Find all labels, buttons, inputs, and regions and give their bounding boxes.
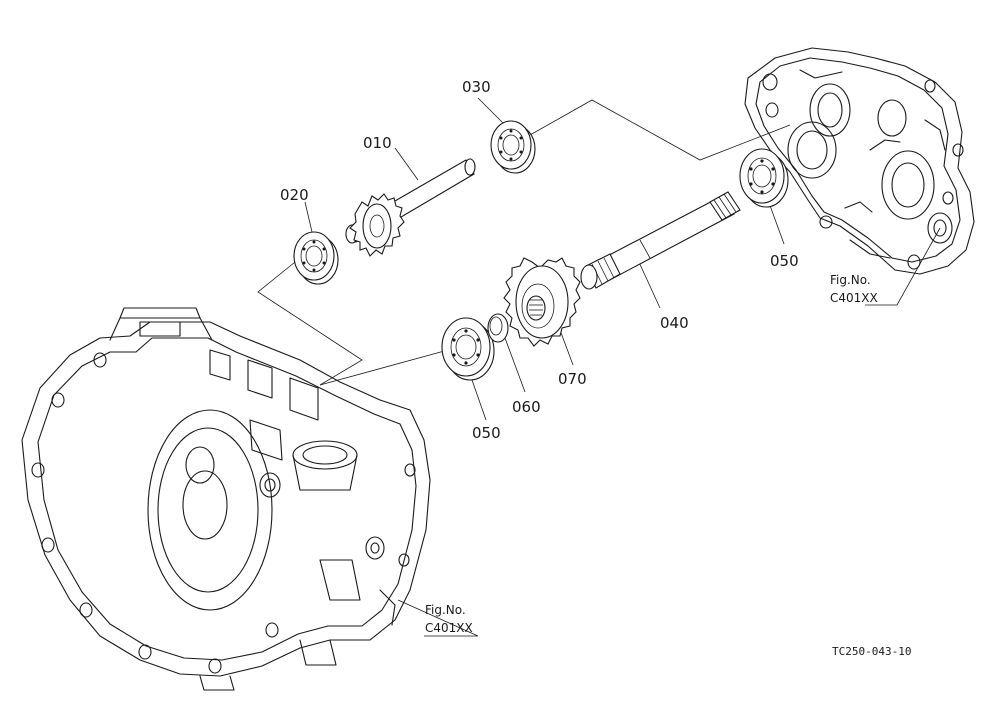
part-label-020: 020 xyxy=(280,186,309,204)
leader-line-label-050-right xyxy=(767,199,785,245)
leader-line-label-020 xyxy=(304,201,313,233)
figure-reference-right: Fig.No. C401XX xyxy=(830,273,878,305)
part-020-ball-bearing xyxy=(293,231,339,285)
figure-reference-left: Fig.No. C401XX xyxy=(425,603,473,635)
leader-line-label-050-left xyxy=(471,379,487,421)
part-050-ball-bearing-left xyxy=(441,317,495,381)
gear-010-teeth xyxy=(349,193,405,257)
part-070-spur-gear xyxy=(503,257,581,347)
leader-line-label-040 xyxy=(637,259,661,309)
part-labels: 010 020 030 040 050 050 060 070 xyxy=(280,78,799,442)
leader-line-ref-right xyxy=(865,227,941,306)
figure-reference-right-line1: Fig.No. xyxy=(830,273,871,287)
leader-line-case-to-bearing xyxy=(319,349,449,386)
part-label-040: 040 xyxy=(660,314,689,332)
part-label-030: 030 xyxy=(462,78,491,96)
part-label-050-left: 050 xyxy=(472,424,501,442)
leader-line-label-060 xyxy=(504,337,526,393)
part-label-050-right: 050 xyxy=(770,252,799,270)
figure-reference-right-line2: C401XX xyxy=(830,291,878,305)
figure-reference-left-line2: C401XX xyxy=(425,621,473,635)
housing-cover-right xyxy=(744,47,975,275)
housing-case-left xyxy=(21,307,431,691)
leader-line-label-070 xyxy=(559,329,574,366)
leader-line-label-030 xyxy=(477,97,506,126)
leader-line-upper-shaft xyxy=(529,99,791,161)
figure-reference-left-line1: Fig.No. xyxy=(425,603,466,617)
assembly-lines xyxy=(257,97,941,637)
part-label-010: 010 xyxy=(363,134,392,152)
part-010-shaft-gear xyxy=(345,158,476,257)
drawing-code: TC250-043-10 xyxy=(832,645,911,658)
leader-line-label-010 xyxy=(394,147,419,181)
part-040-main-shaft xyxy=(580,191,741,290)
part-label-060: 060 xyxy=(512,398,541,416)
part-030-ball-bearing xyxy=(490,120,536,174)
leader-line-lower-shaft xyxy=(257,257,363,386)
part-060-collar-ring xyxy=(487,313,509,343)
part-label-070: 070 xyxy=(558,370,587,388)
part-050-ball-bearing-right xyxy=(739,148,789,208)
leader-line-ref-left xyxy=(397,599,479,637)
